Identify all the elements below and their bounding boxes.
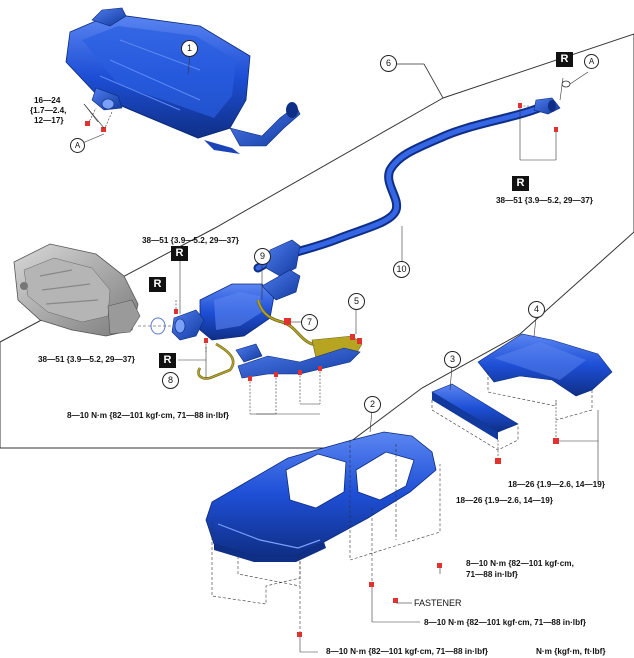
bracket-fasteners (248, 366, 322, 415)
torque-muffler-line2: {1.7—2.4, (30, 106, 67, 115)
sensor-clip-7 (284, 318, 291, 325)
torque-cat-upper: 38—51 {3.9—5.2, 29—37} (142, 236, 239, 245)
member-3 (431, 383, 519, 464)
torque-muffler-line1: 16—24 (34, 96, 61, 105)
torque-under-cover-right-line1: 8—10 N·m {82—101 kgf·cm, (466, 559, 574, 568)
under-cover-2 (205, 409, 442, 653)
callout-6: 6 (380, 55, 397, 72)
callout-4: 4 (528, 301, 545, 318)
bracket-bar (235, 310, 362, 379)
torque-under-cover-bottom: 8—10 N·m {82—101 kgf·cm, 71—88 in·lbf} (326, 647, 488, 656)
callout-leaders (187, 54, 537, 391)
torque-muffler-line3: 12—17} (34, 116, 64, 125)
callout-3: 3 (444, 351, 461, 368)
torque-member-3: 18—26 {1.9—2.6, 14—19} (456, 496, 553, 505)
torque-member-4: 18—26 {1.9—2.6, 14—19} (508, 480, 605, 489)
callout-8: 8 (162, 372, 179, 389)
callout-7: 7 (301, 314, 318, 331)
replace-mark-flange-top: R (556, 52, 573, 67)
callout-9: 9 (254, 248, 271, 265)
replace-mark-cat-lower: R (159, 353, 176, 368)
replace-mark-gasket: R (149, 277, 166, 292)
torque-cat-lower: 38—51 {3.9—5.2, 29—37} (38, 355, 135, 364)
leader-6b (423, 63, 444, 99)
replace-mark-flange-bottom: R (512, 176, 529, 191)
torque-brackets: 8—10 N·m {82—101 kgf·cm, 71—88 in·lbf} (67, 411, 229, 420)
callout-5: 5 (348, 293, 365, 310)
torque-front-pipe-flange: 38—51 {3.9—5.2, 29—37} (496, 196, 593, 205)
main-silencer (65, 7, 301, 154)
unit-legend: N·m {kgf·m, ft·lbf} (536, 647, 606, 656)
pipe-flange-fasteners (518, 71, 589, 161)
member-4 (477, 333, 613, 484)
torque-under-cover-mid: 8—10 N·m {82—101 kgf·cm, 71—88 in·lbf} (424, 618, 586, 627)
muffler-fasteners (79, 103, 113, 145)
exhaust-pipe (253, 97, 561, 277)
reference-a-pipe: A (584, 54, 599, 69)
reference-a-muffler: A (70, 138, 85, 153)
replace-mark-cat-upper: R (171, 246, 188, 261)
engine-catalyst-reference (13, 243, 141, 337)
callout-1: 1 (181, 40, 198, 57)
cat-fasteners (174, 246, 208, 361)
catalytic-converter (171, 269, 301, 341)
fastener-label: FASTENER (414, 598, 462, 608)
callout-10: 10 (393, 261, 410, 278)
torque-under-cover-right-line2: 71—88 in·lbf} (466, 570, 518, 579)
callout-2: 2 (364, 396, 381, 413)
